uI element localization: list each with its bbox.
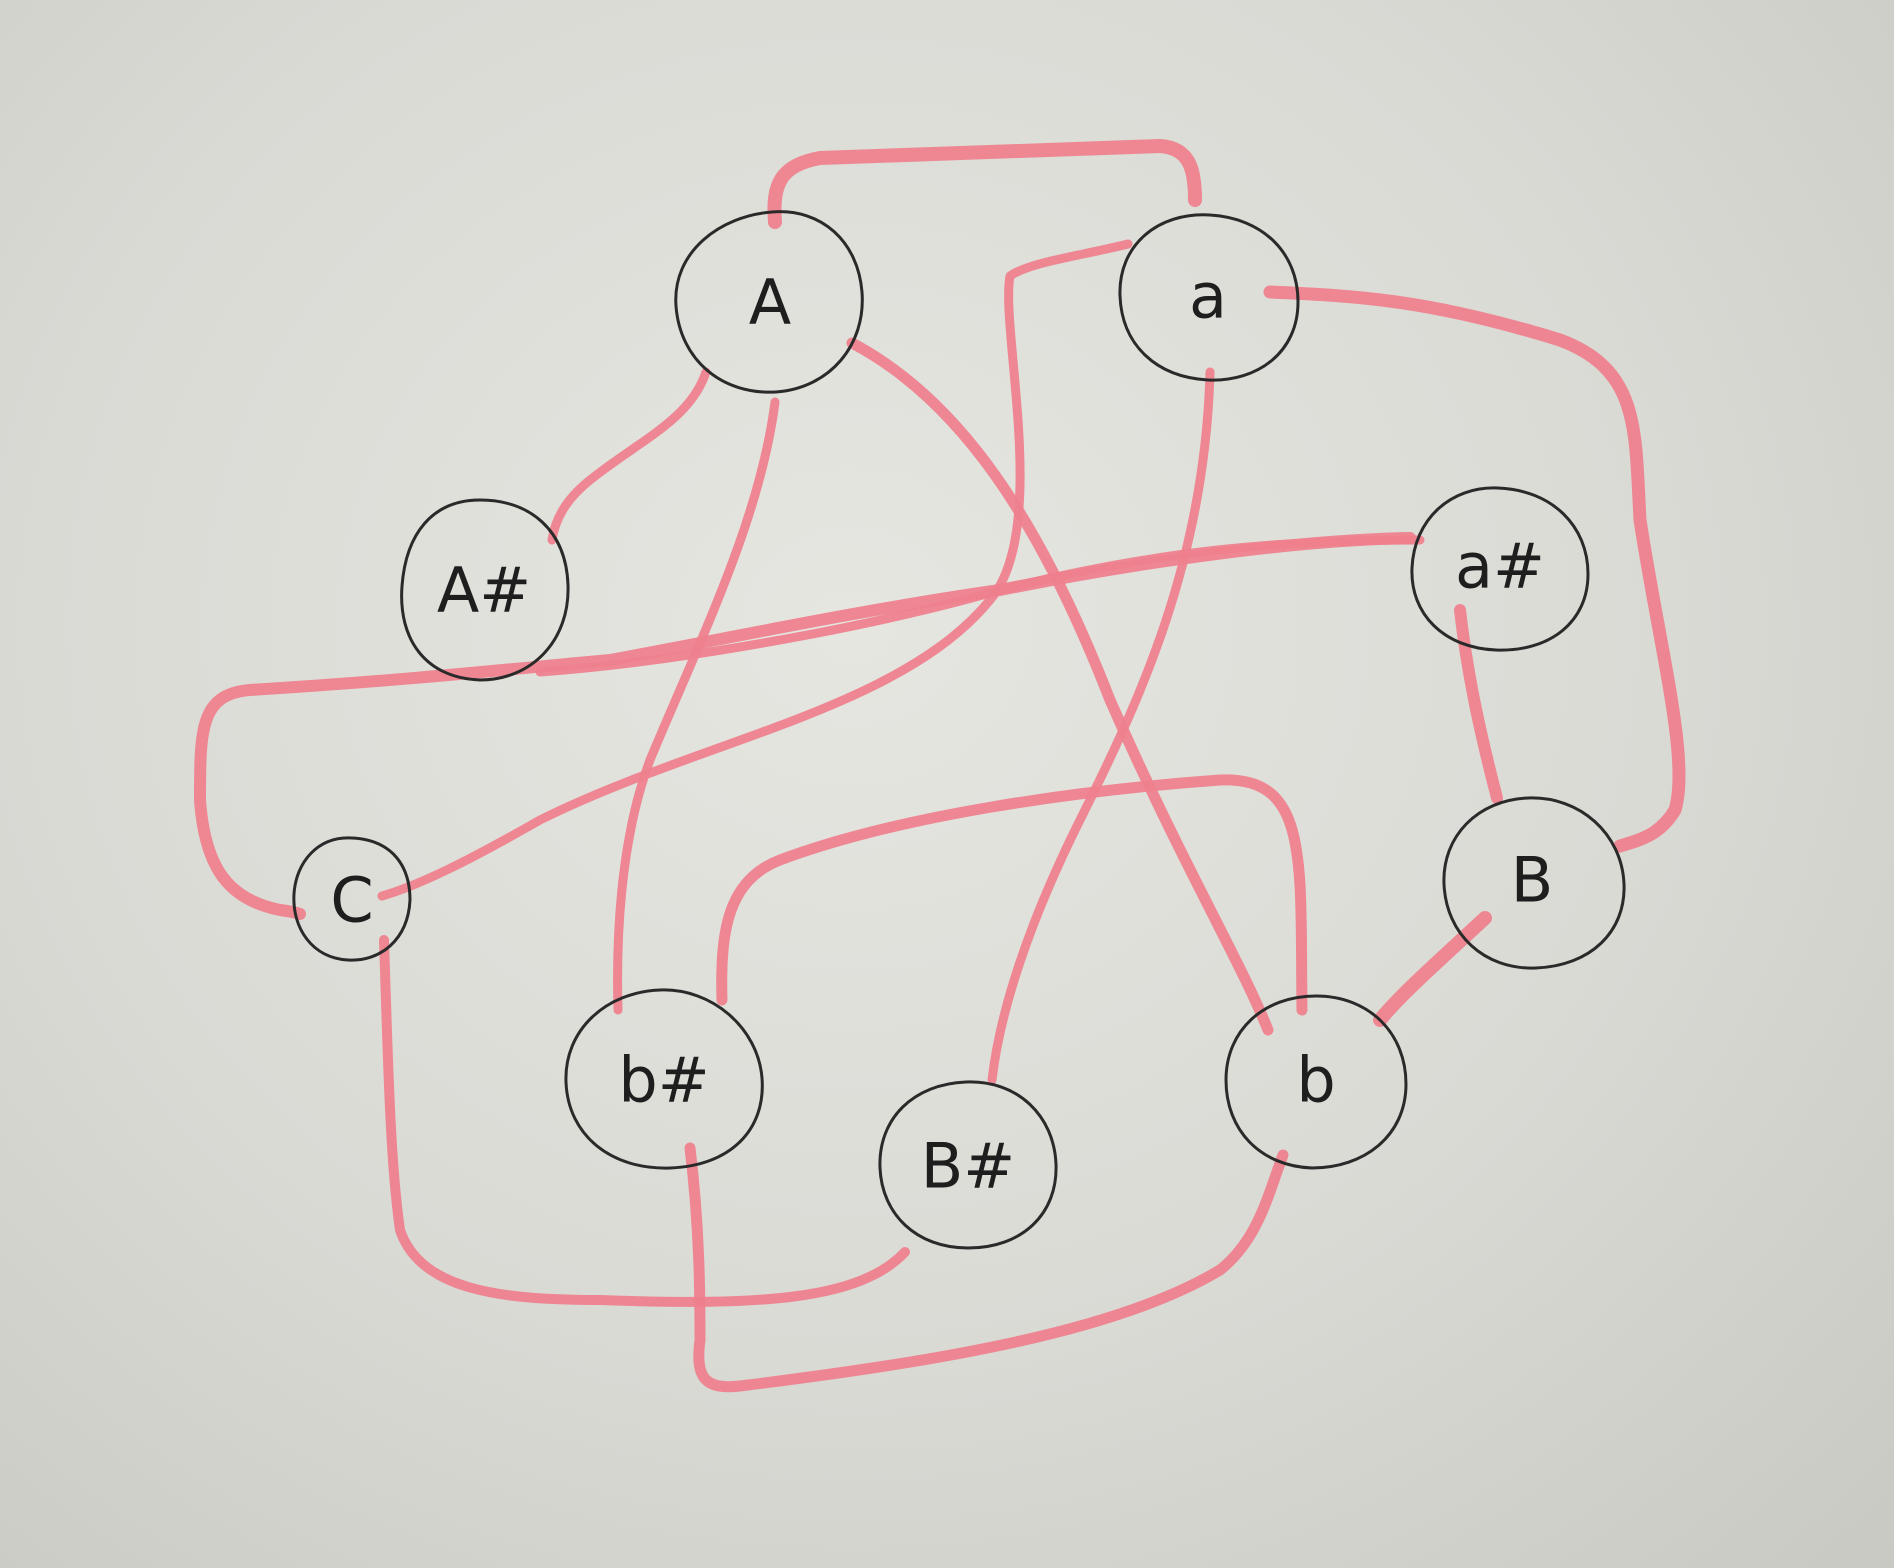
edge-b-sharp-to-b bbox=[716, 774, 1308, 1016]
edge-a-lower-sharp-to-c bbox=[194, 532, 1416, 920]
node-circle-a-lower-sharp bbox=[1410, 486, 1590, 652]
edge-a-lower-to-b-sharp-upper bbox=[987, 367, 1215, 1085]
node-label-B-sharp: B# bbox=[921, 1130, 1015, 1203]
node-label-B: B bbox=[1511, 844, 1554, 917]
node-circle-B bbox=[1442, 796, 1626, 970]
edge-c-to-b-sharp-upper bbox=[379, 935, 910, 1307]
edge-a-to-b bbox=[846, 337, 1274, 1036]
node-B: B bbox=[1442, 796, 1626, 970]
node-a-lower-sharp: a# bbox=[1410, 486, 1590, 652]
node-b-lower: b bbox=[1224, 994, 1408, 1170]
edge-a-lower-sharp-to-b-upper bbox=[1454, 604, 1503, 804]
node-label-b-lower: b bbox=[1296, 1044, 1335, 1117]
node-label-a-lower: a bbox=[1189, 260, 1227, 333]
node-B-sharp: B# bbox=[878, 1080, 1058, 1250]
node-label-A-sharp: A# bbox=[437, 554, 531, 627]
edge-b-upper-to-b bbox=[1373, 911, 1492, 1027]
node-label-a-lower-sharp: a# bbox=[1455, 530, 1545, 603]
edge-layer bbox=[194, 139, 1686, 1393]
node-label-A: A bbox=[749, 266, 791, 339]
node-circle-b-lower-sharp bbox=[564, 988, 764, 1170]
node-A-sharp: A# bbox=[400, 498, 570, 682]
node-circle-B-sharp bbox=[878, 1080, 1058, 1250]
edge-a-to-a-sharp bbox=[547, 367, 711, 545]
node-A: A bbox=[674, 210, 864, 394]
node-layer: A a A# a# C B b# B# bbox=[292, 210, 1626, 1250]
node-a-lower: a bbox=[1118, 213, 1300, 382]
node-circle-A bbox=[674, 210, 864, 394]
node-label-C: C bbox=[330, 864, 373, 937]
edge-a-lower-to-b-upper bbox=[1263, 285, 1686, 853]
node-circle-a-lower bbox=[1118, 213, 1300, 382]
node-circle-A-sharp bbox=[400, 498, 570, 682]
edge-a-lower-to-c bbox=[377, 239, 1133, 901]
node-b-lower-sharp: b# bbox=[564, 988, 764, 1170]
edge-a-to-b-sharp bbox=[613, 397, 780, 1015]
node-circle-b-lower bbox=[1224, 994, 1408, 1170]
edge-a-to-a-top-loop bbox=[767, 139, 1202, 229]
node-circle-C bbox=[292, 836, 412, 962]
node-label-b-lower-sharp: b# bbox=[618, 1044, 709, 1117]
node-C: C bbox=[292, 836, 412, 962]
